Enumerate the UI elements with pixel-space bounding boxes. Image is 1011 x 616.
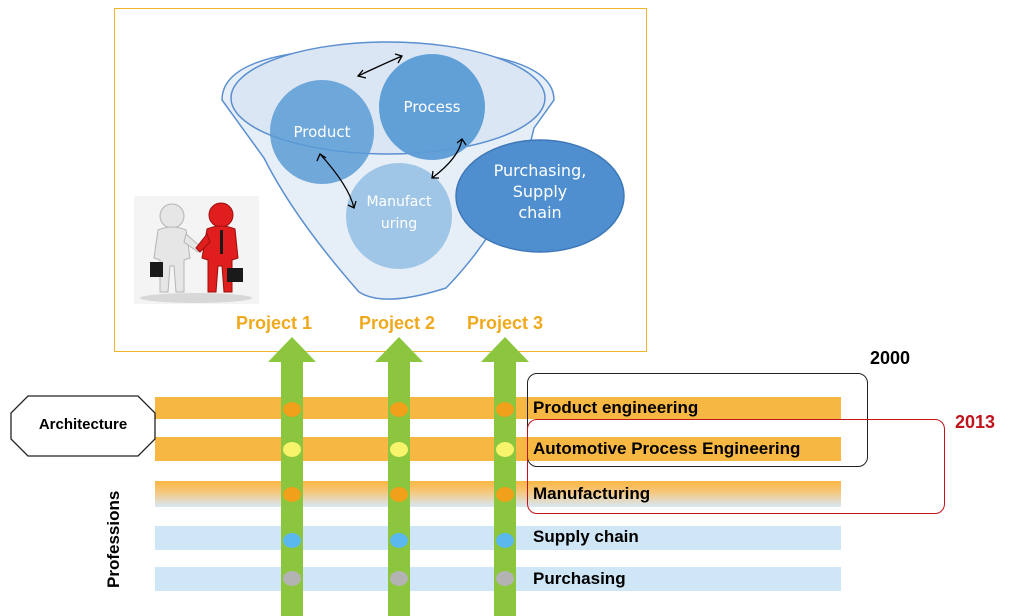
purchasing-label-line3: chain (518, 203, 561, 222)
band-label-product-engineering: Product engineering (533, 398, 699, 417)
architecture-octagon (10, 395, 156, 457)
dot-project-3-band-5 (496, 571, 514, 586)
dot-project-3-band-3 (496, 487, 514, 502)
product-label: Product (294, 123, 351, 141)
project-2-label: Project 2 (359, 313, 436, 333)
purchasing-label-line2: Supply (513, 182, 568, 201)
dot-project-1-band-3 (283, 487, 301, 502)
manufacturing-circle (346, 163, 452, 269)
professions-label: Professions (104, 490, 123, 588)
project-2-arrow-icon (375, 337, 423, 616)
architecture-label: Architecture (38, 416, 128, 433)
process-circle (379, 54, 485, 160)
manufacturing-label-line2: uring (381, 216, 417, 232)
dot-project-1-band-5 (283, 571, 301, 586)
project-1-arrow-icon (268, 337, 316, 616)
dot-project-2-band-1 (390, 402, 408, 417)
dot-project-2-band-5 (390, 571, 408, 586)
project-1-label: Project 1 (236, 313, 313, 333)
handshake-figures-icon (134, 196, 259, 304)
dot-project-2-band-4 (390, 533, 408, 548)
dot-project-2-band-3 (390, 487, 408, 502)
arrow-process-manufacturing-icon (431, 138, 463, 179)
arrow-product-manufacturing-icon (319, 153, 355, 209)
year-2013-box (527, 419, 945, 514)
band-label-manufacturing: Manufacturing (533, 484, 651, 503)
dot-project-1-band-1 (283, 402, 301, 417)
project-3-label: Project 3 (467, 313, 544, 333)
dot-project-3-band-4 (496, 533, 514, 548)
arrow-product-process-icon (357, 55, 403, 77)
purchasing-circle (455, 139, 625, 253)
year-2000-label: 2000 (870, 348, 911, 368)
dot-project-3-band-1 (496, 402, 514, 417)
dot-project-3-band-2 (496, 442, 514, 457)
funnel-illustration: Product Process Manufact uring Purchasin… (134, 41, 625, 304)
band-label-supply-chain: Supply chain (533, 527, 639, 546)
dot-project-1-band-2 (283, 442, 301, 457)
year-2000-box (527, 373, 868, 467)
manufacturing-label-line1: Manufact (366, 194, 432, 210)
dot-project-2-band-2 (390, 442, 408, 457)
band-label-purchasing: Purchasing (533, 569, 626, 588)
process-label: Process (404, 98, 461, 116)
product-circle (270, 80, 374, 184)
dot-project-1-band-4 (283, 533, 301, 548)
band-label-automotive-process-engineering: Automotive Process Engineering (533, 439, 801, 458)
project-3-arrow-icon (481, 337, 529, 616)
year-2013-label: 2013 (955, 412, 996, 432)
double-arrow-icons (316, 53, 467, 209)
purchasing-label-line1: Purchasing, (494, 161, 587, 180)
